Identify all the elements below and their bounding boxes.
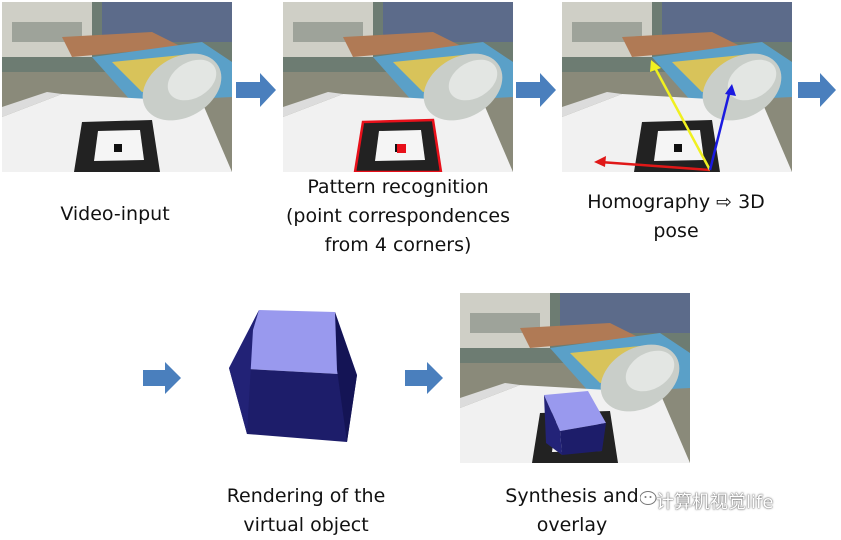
synthesis-overlay-image	[460, 293, 690, 463]
caption-line: Rendering of the	[226, 485, 386, 507]
pattern-recognition-image	[283, 2, 513, 172]
right-arrow-icon	[516, 73, 556, 107]
right-arrow-icon	[405, 362, 443, 394]
right-arrow-icon	[236, 73, 276, 107]
caption-line: pose	[653, 220, 699, 242]
right-arrow-icon	[143, 362, 181, 394]
rendering-caption: Rendering of the virtual object	[176, 482, 436, 540]
homography-pose-image	[562, 2, 792, 172]
pattern-recognition-caption: Pattern recognition (point correspondenc…	[268, 173, 528, 260]
caption-line: overlay	[536, 514, 608, 536]
video-input-image	[2, 2, 232, 172]
caption-line: (point correspondences	[286, 205, 510, 227]
caption-line: Pattern recognition	[307, 176, 489, 198]
wechat-logo-icon	[640, 491, 657, 505]
right-arrow-icon	[798, 73, 836, 107]
virtual-cube-image	[229, 310, 357, 442]
homography-caption: Homography ⇨ 3D pose	[546, 188, 806, 246]
video-input-caption: Video-input	[0, 200, 245, 229]
caption-line: virtual object	[243, 514, 369, 536]
caption-line: Homography ⇨ 3D	[587, 191, 765, 213]
caption-line: from 4 corners)	[324, 234, 472, 256]
caption-line: Synthesis and	[505, 485, 639, 507]
caption-line: Video-input	[60, 203, 170, 225]
watermark-text: 计算机视觉life	[656, 492, 774, 513]
synthesis-caption: Synthesis and overlay	[442, 482, 702, 540]
